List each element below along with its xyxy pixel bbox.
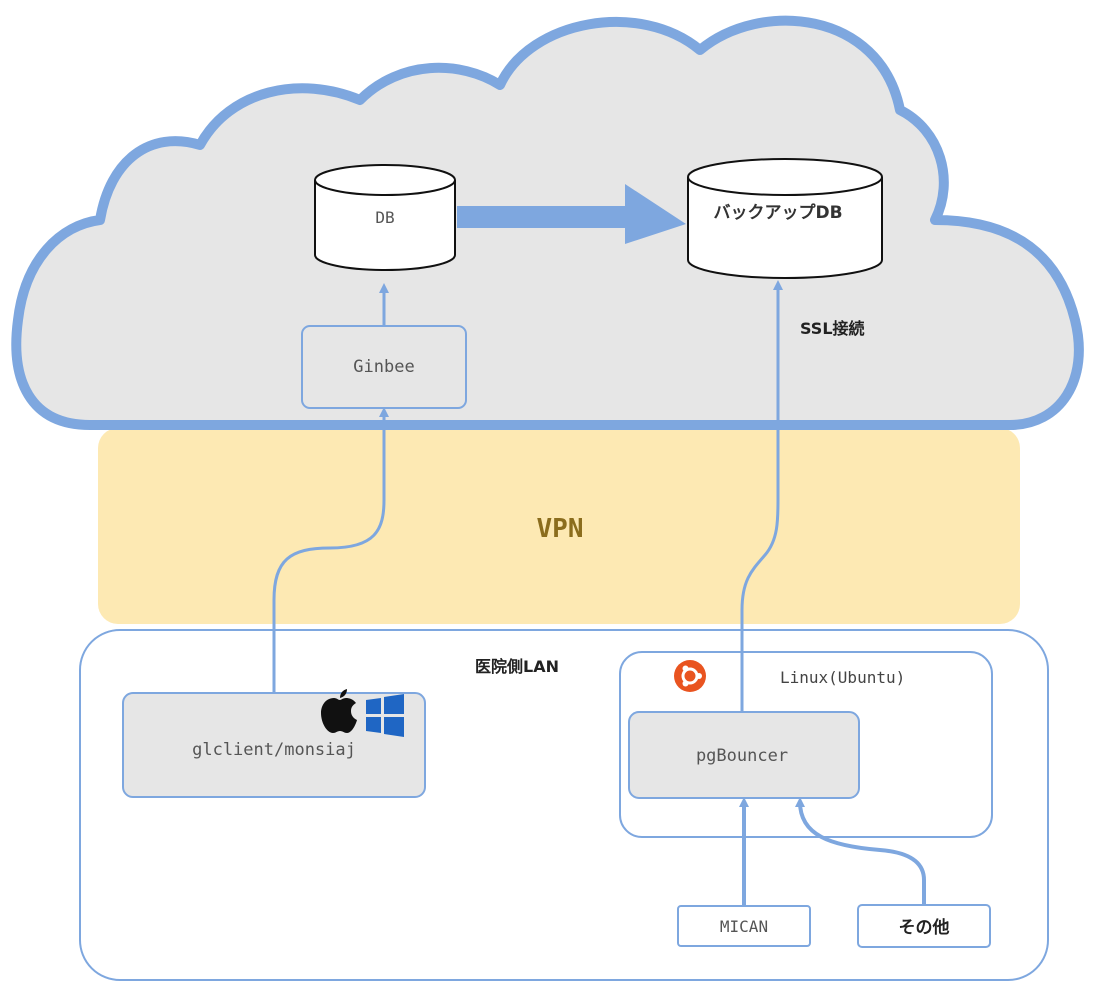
vpn-band <box>98 428 1020 624</box>
backup-db-label: バックアップDB <box>713 202 842 223</box>
windows-icon <box>366 694 404 737</box>
mican-label: MICAN <box>720 917 768 936</box>
ssl-label: SSL接続 <box>800 319 865 338</box>
glclient-label: glclient/monsiaj <box>192 740 356 760</box>
db-label: DB <box>375 208 394 227</box>
linux-label: Linux(Ubuntu) <box>780 668 905 687</box>
replication-arrow <box>457 184 686 244</box>
backup-db-cylinder: バックアップDB <box>687 158 883 279</box>
ubuntu-icon <box>674 660 706 692</box>
vpn-label: VPN <box>537 514 584 544</box>
pgbouncer-label: pgBouncer <box>696 746 788 766</box>
ginbee-label: Ginbee <box>353 357 414 377</box>
glclient-to-ginbee-arrow <box>272 407 389 693</box>
db-cylinder: DB <box>314 164 456 271</box>
other-label: その他 <box>899 917 950 938</box>
other-to-pgbouncer-arrow <box>795 797 926 905</box>
apple-icon <box>321 689 357 733</box>
pgbouncer-to-backup-arrow <box>740 280 783 712</box>
lan-label: 医院側LAN <box>475 657 559 676</box>
